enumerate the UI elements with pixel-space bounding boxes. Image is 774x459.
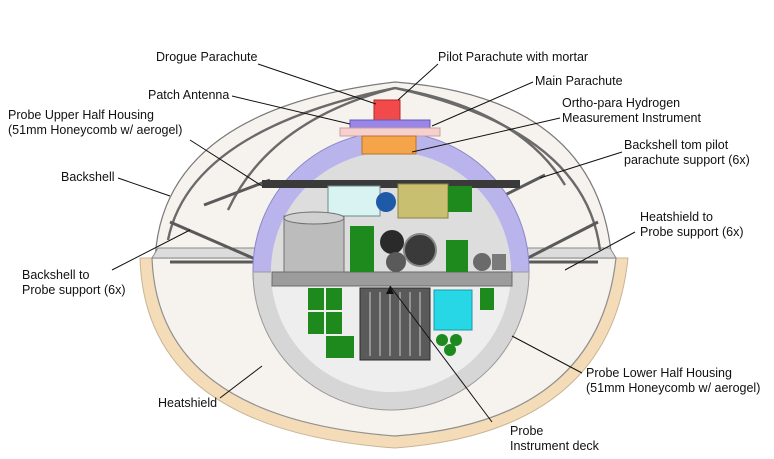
label-lower-housing-line1: Probe Lower Half Housing: [586, 366, 732, 380]
green-stack-upper: [350, 226, 374, 272]
cylindrical-tank: [283, 215, 345, 273]
probe-top-plate: [262, 180, 520, 188]
backshell-ribs: [166, 86, 602, 251]
label-instrument-deck: Probe Instrument deck: [510, 424, 599, 454]
label-backshell-probe-line2: Probe support (6x): [22, 283, 126, 297]
label-lower-housing-line2: (51mm Honeycomb w/ aerogel): [586, 381, 761, 395]
instrument-deck: [271, 271, 513, 287]
arrowhead-deck: [386, 286, 394, 294]
label-ortho-para-line2: Measurement Instrument: [562, 111, 701, 125]
label-heatshield-probe-line1: Heatshield to: [640, 210, 713, 224]
label-pilot-parachute: Pilot Parachute with mortar: [438, 50, 589, 64]
sensor-component: [473, 253, 491, 271]
green-box-right: [446, 240, 468, 272]
olive-box: [397, 183, 449, 219]
label-drogue-parachute: Drogue Parachute: [156, 50, 258, 64]
label-backshell-pilot-line1: Backshell tom pilot: [624, 138, 729, 152]
cyan-box-upper: [327, 185, 381, 217]
label-backshell-probe-support: Backshell to Probe support (6x): [22, 268, 126, 298]
green-disc-3: [444, 344, 456, 356]
green-disc-2: [450, 334, 462, 346]
label-instrument-deck-line2: Instrument deck: [510, 439, 599, 453]
gear-component-3: [386, 252, 406, 272]
patch-antenna: [349, 119, 431, 129]
label-main-parachute: Main Parachute: [535, 74, 623, 88]
label-lower-half-housing: Probe Lower Half Housing (51mm Honeycomb…: [586, 366, 760, 396]
label-upper-half-housing: Probe Upper Half Housing (51mm Honeycomb…: [8, 108, 182, 138]
green-box-upper: [448, 186, 472, 212]
label-ortho-para-line1: Ortho-para Hydrogen: [562, 96, 681, 110]
label-ortho-para-hydrogen: Ortho-para Hydrogen Measurement Instrume…: [562, 96, 701, 126]
gear-component-2: [403, 233, 437, 267]
electronics-rack-slots: [369, 292, 421, 356]
main-parachute: [339, 127, 441, 137]
green-batteries-lower: [308, 288, 494, 358]
cyan-box-lower: [433, 289, 473, 331]
label-heatshield: Heatshield: [158, 396, 218, 410]
label-backshell-pilot-line2: parachute support (6x): [624, 153, 750, 167]
label-backshell-pilot-support: Backshell tom pilot parachute support (6…: [624, 138, 750, 168]
hydrogen-instrument: [361, 135, 417, 155]
label-patch-antenna: Patch Antenna: [148, 88, 230, 102]
label-heatshield-probe-line2: Probe support (6x): [640, 225, 744, 239]
small-box-right: [492, 254, 506, 270]
label-instrument-deck-line1: Probe: [510, 424, 544, 438]
green-disc-1: [436, 334, 448, 346]
leader-lines: [111, 63, 636, 423]
gear-component-1: [380, 230, 404, 254]
label-heatshield-probe-support: Heatshield to Probe support (6x): [640, 210, 744, 240]
label-backshell-probe-line1: Backshell to: [22, 268, 90, 282]
tank-top: [283, 211, 345, 225]
blue-sphere-component: [376, 192, 396, 212]
label-upper-housing-line2: (51mm Honeycomb w/ aerogel): [8, 123, 183, 137]
label-upper-housing-line1: Probe Upper Half Housing: [8, 108, 154, 122]
label-backshell: Backshell: [61, 170, 115, 184]
drogue-parachute: [373, 99, 401, 121]
